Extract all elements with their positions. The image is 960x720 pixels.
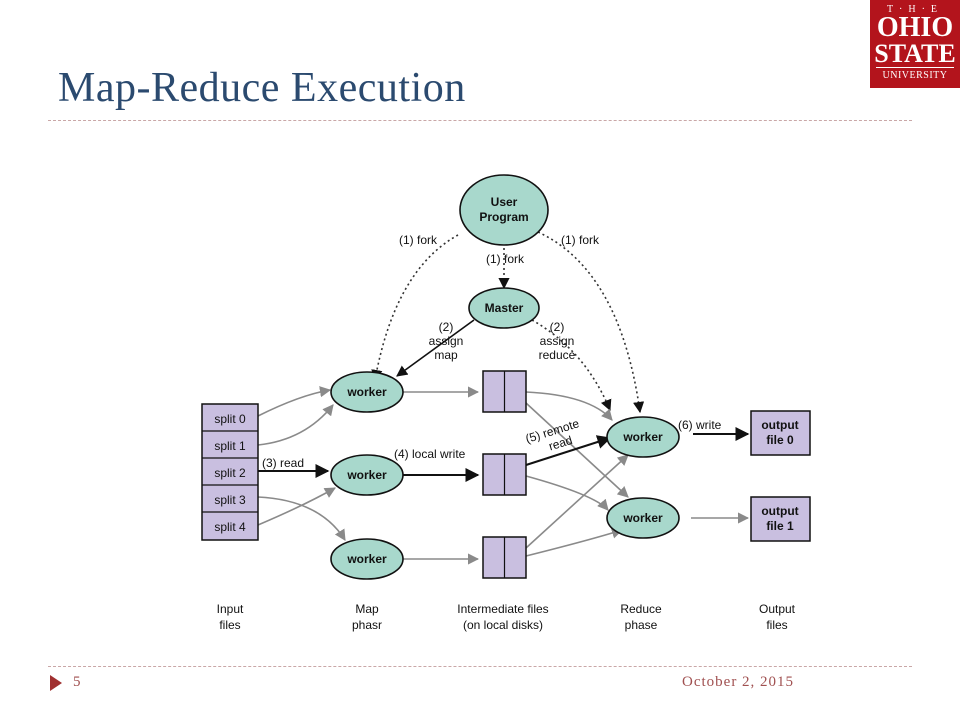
output-file-label: output	[761, 504, 798, 518]
input-splits: split 0 split 1 split 2 split 3 split 4	[201, 403, 259, 541]
slide-date: October 2, 2015	[682, 674, 795, 690]
logo-line-4: UNIVERSITY	[882, 70, 948, 81]
fork-edge-right	[537, 231, 645, 414]
phase-label: files	[766, 618, 787, 632]
phase-label: Input	[217, 602, 244, 616]
output-file-node	[750, 410, 811, 456]
phase-label: Intermediate files	[457, 602, 548, 616]
remote-read-label: read	[547, 433, 574, 453]
split-label: split 0	[214, 412, 246, 426]
remote-read-edge-2b	[525, 475, 609, 511]
split4-to-worker-edge	[257, 496, 346, 541]
local-write-label: (4) local write	[394, 447, 466, 461]
map-worker-node	[330, 371, 404, 413]
split-label: split 4	[214, 520, 246, 534]
remote-read-edge-1b	[525, 402, 629, 498]
split-label: split 2	[214, 466, 246, 480]
split-label: split 1	[214, 439, 246, 453]
title-divider	[48, 120, 912, 121]
output-file-node	[750, 496, 811, 542]
worker-label: worker	[622, 511, 663, 525]
ohio-state-logo: T·H·E OHIO STATE UNIVERSITY	[870, 0, 960, 88]
user-program-label: Program	[479, 210, 528, 224]
logo-line-1: T·H·E	[886, 4, 944, 15]
reduce-worker-node	[606, 497, 680, 539]
fork-edge-left	[371, 234, 459, 382]
worker-label: worker	[346, 385, 387, 399]
intermediate-file	[482, 370, 527, 413]
assign-map-label: assign	[429, 334, 464, 348]
master-node	[468, 287, 540, 329]
fork-label-left: (1) fork	[399, 233, 438, 247]
map-worker-node	[330, 538, 404, 580]
split0-to-worker-edge	[257, 386, 332, 417]
user-program-label: User	[491, 195, 518, 209]
remote-read-edge-3b	[525, 527, 624, 557]
user-program-node	[459, 174, 549, 246]
phase-label: phasr	[352, 618, 382, 632]
worker-label: worker	[346, 552, 387, 566]
fork-label-center: (1) fork	[486, 252, 525, 266]
phase-label: files	[219, 618, 240, 632]
split-label: split 3	[214, 493, 246, 507]
assign-reduce-label: reduce	[539, 348, 576, 362]
footer-arrow-icon	[50, 675, 62, 691]
read-label: (3) read	[262, 456, 304, 470]
phase-label: Reduce	[620, 602, 662, 616]
phase-label: Map	[355, 602, 379, 616]
master-label: Master	[485, 301, 524, 315]
fork-label-right: (1) fork	[561, 233, 600, 247]
phase-label: (on local disks)	[463, 618, 543, 632]
remote-read-edge	[525, 435, 612, 466]
assign-map-label: map	[434, 348, 458, 362]
assign-map-edge	[396, 319, 475, 377]
output-file-label: file 0	[766, 433, 794, 447]
assign-reduce-label: assign	[540, 334, 575, 348]
map-worker-node	[330, 454, 404, 496]
slide-title: Map-Reduce Execution	[58, 65, 466, 111]
remote-read-edge-3a	[525, 454, 629, 549]
split1-to-worker-edge	[257, 404, 334, 446]
input-files-box	[201, 403, 259, 541]
output-file-label: output	[761, 418, 798, 432]
output-file-label: file 1	[766, 519, 794, 533]
phase-label: phase	[625, 618, 658, 632]
worker-label: worker	[622, 430, 663, 444]
logo-divider	[876, 67, 954, 68]
page-number: 5	[73, 674, 81, 690]
phase-label: Output	[759, 602, 796, 616]
assign-map-label: (2)	[439, 320, 454, 334]
footer-divider	[48, 666, 912, 667]
intermediate-file	[482, 453, 527, 496]
reduce-worker-node	[606, 416, 680, 458]
write-label: (6) write	[678, 418, 722, 432]
split3-to-worker-edge	[257, 487, 336, 526]
worker-label: worker	[346, 468, 387, 482]
remote-read-edge-1a	[525, 391, 613, 421]
intermediate-file	[482, 536, 527, 579]
assign-reduce-label: (2)	[550, 320, 565, 334]
logo-line-3: STATE	[874, 39, 956, 68]
logo-line-2: OHIO	[876, 12, 954, 43]
